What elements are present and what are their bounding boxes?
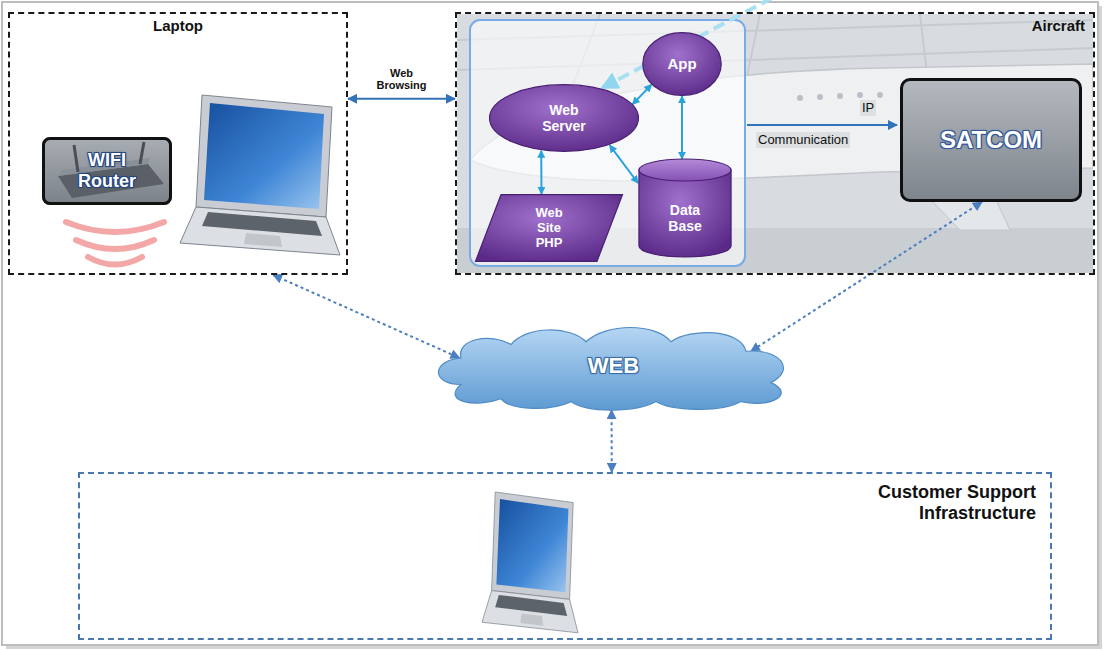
text-holder: Laptop bbox=[153, 17, 203, 34]
text-holder: WIFI Router bbox=[65, 150, 149, 191]
node-text: Web Site PHP bbox=[527, 206, 571, 251]
text-holder: App bbox=[667, 55, 696, 72]
connector bbox=[611, 410, 613, 472]
support-zone: Customer Support Infrastructure bbox=[78, 472, 1052, 640]
website-parallelogram: Web Site PHP bbox=[474, 194, 624, 262]
web-cloud: WEB bbox=[421, 318, 806, 413]
text-holder: Web Site PHP bbox=[527, 206, 571, 251]
connector bbox=[751, 202, 982, 351]
wifi-waves bbox=[66, 222, 164, 265]
support-laptop-picture bbox=[482, 492, 578, 633]
node-text: Aircraft bbox=[1032, 17, 1085, 34]
node-text: App bbox=[667, 55, 696, 72]
laptop-picture bbox=[180, 95, 340, 255]
wifi-router-box: WIFI Router bbox=[42, 137, 172, 205]
edge-label: Web Browsing bbox=[371, 66, 433, 93]
connector bbox=[632, 84, 651, 104]
node-text: Laptop bbox=[153, 17, 203, 34]
text-holder: SATCOM bbox=[940, 126, 1042, 154]
text-holder: Customer Support Infrastructure bbox=[856, 482, 1036, 523]
text-holder: Data Base bbox=[660, 202, 710, 234]
node-text: Web Server bbox=[534, 102, 594, 134]
node-text: WEB bbox=[588, 353, 639, 378]
protocol-label: IP bbox=[860, 100, 876, 116]
node-text: Data Base bbox=[660, 202, 710, 234]
ip-link-arrow bbox=[747, 124, 897, 126]
app-ellipse: App bbox=[642, 32, 722, 96]
satcom-box: SATCOM bbox=[900, 78, 1082, 202]
connector bbox=[348, 98, 455, 100]
app-group-box bbox=[470, 20, 745, 266]
text-holder: Aircraft bbox=[1032, 17, 1085, 34]
link-label: Communication bbox=[756, 132, 850, 148]
node-text: WIFI Router bbox=[65, 150, 149, 191]
aircraft-photo bbox=[457, 14, 1093, 273]
router-picture bbox=[42, 137, 172, 205]
connector bbox=[540, 151, 542, 194]
text-holder: WEB bbox=[588, 353, 639, 378]
connector bbox=[681, 96, 683, 159]
web-server-ellipse: Web Server bbox=[488, 84, 640, 152]
laptop-zone: LaptopWIFI Router bbox=[8, 12, 348, 275]
connector bbox=[610, 145, 638, 183]
node-text: SATCOM bbox=[940, 126, 1042, 154]
node-text: Customer Support Infrastructure bbox=[856, 482, 1036, 523]
connector bbox=[273, 275, 459, 358]
text-holder: Web Server bbox=[534, 102, 594, 134]
database-cylinder: Data Base bbox=[638, 158, 732, 258]
